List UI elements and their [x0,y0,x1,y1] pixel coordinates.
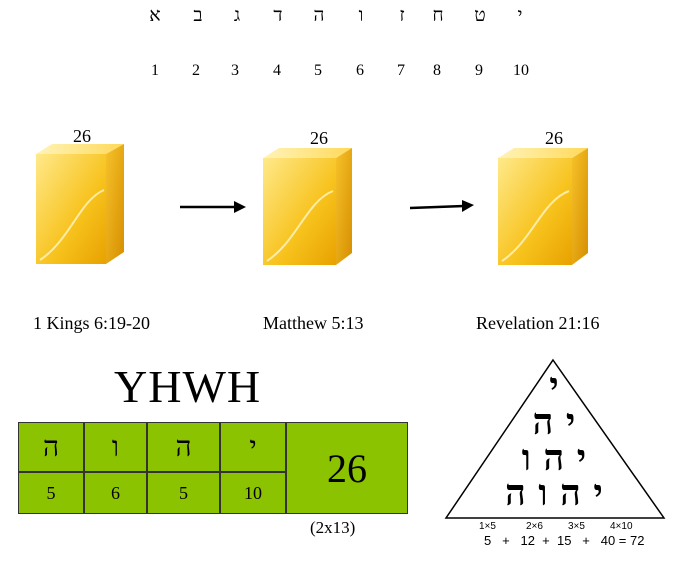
yhwh-value-5b: 5 [147,472,220,514]
arrow-1 [180,201,246,213]
yhwh-value-6: 6 [84,472,147,514]
cube-2 [263,148,352,265]
product-1: 1×5 [479,521,496,532]
number-10: 10 [513,62,529,79]
yhwh-letter-yod: י [220,422,286,472]
caption-matthew: Matthew 5:13 [263,313,364,333]
number-1: 1 [151,62,159,79]
caption-kings: 1 Kings 6:19-20 [33,313,150,333]
triangle-row-3: י ה ו [521,437,587,479]
letter-alef: א [149,4,161,26]
letter-bet: ב [193,4,203,26]
letter-yod: י [517,4,523,26]
number-8: 8 [433,62,441,79]
number-6: 6 [356,62,364,79]
yhwh-letter: ה [175,430,192,463]
triangle-sum: 5 + 12 + 15 + 40 = 72 [484,533,645,548]
cube-2-label: 26 [310,128,328,148]
yhwh-value: 10 [244,482,262,503]
caption-revelation: Revelation 21:16 [476,313,600,333]
product-2: 2×6 [526,521,543,532]
triangle-row-1: י [549,365,559,407]
yhwh-total-box: 26 [286,422,408,514]
yhwh-letter-he-2: ה [147,422,220,472]
yhwh-total: 26 [327,445,367,491]
yhwh-letter: ה [42,430,60,463]
letter-zayin: ז [399,4,405,26]
yhwh-value: 5 [179,482,188,503]
yhwh-letter: ו [111,430,120,463]
letter-he: ה [313,4,325,26]
triangle-row-4: י ה ו ה [505,472,603,514]
yhwh-value-5a: 5 [18,472,84,514]
cube-1-label: 26 [73,126,91,146]
cubes-diagram [36,144,588,265]
product-3: 3×5 [568,521,585,532]
tetragrammaton-triangle [444,358,666,519]
number-7: 7 [397,62,405,79]
letter-gimel: ג [233,4,241,26]
arrow-2 [409,200,474,212]
yhwh-factor: (2x13) [310,518,356,537]
cube-3 [498,148,588,265]
triangle-row-2: י ה [532,401,576,443]
cube-3-label: 26 [545,128,563,148]
yhwh-value: 6 [111,482,120,503]
yhwh-title: YHWH [114,361,262,412]
number-2: 2 [192,62,200,79]
product-4: 4×10 [610,521,633,532]
letter-het: ח [432,4,444,26]
cube-1 [36,144,124,264]
yhwh-letter-vav: ו [84,422,147,472]
number-4: 4 [273,62,281,79]
letter-vav: ו [358,4,364,26]
yhwh-value: 5 [46,482,56,503]
number-9: 9 [475,62,483,79]
yhwh-letter-he-1: ה [18,422,84,472]
letter-dalet: ד [273,4,283,26]
yhwh-value-10: 10 [220,472,286,514]
number-5: 5 [314,62,322,79]
yhwh-letter: י [249,430,257,463]
number-3: 3 [231,62,239,79]
letter-tet: ט [474,4,486,26]
